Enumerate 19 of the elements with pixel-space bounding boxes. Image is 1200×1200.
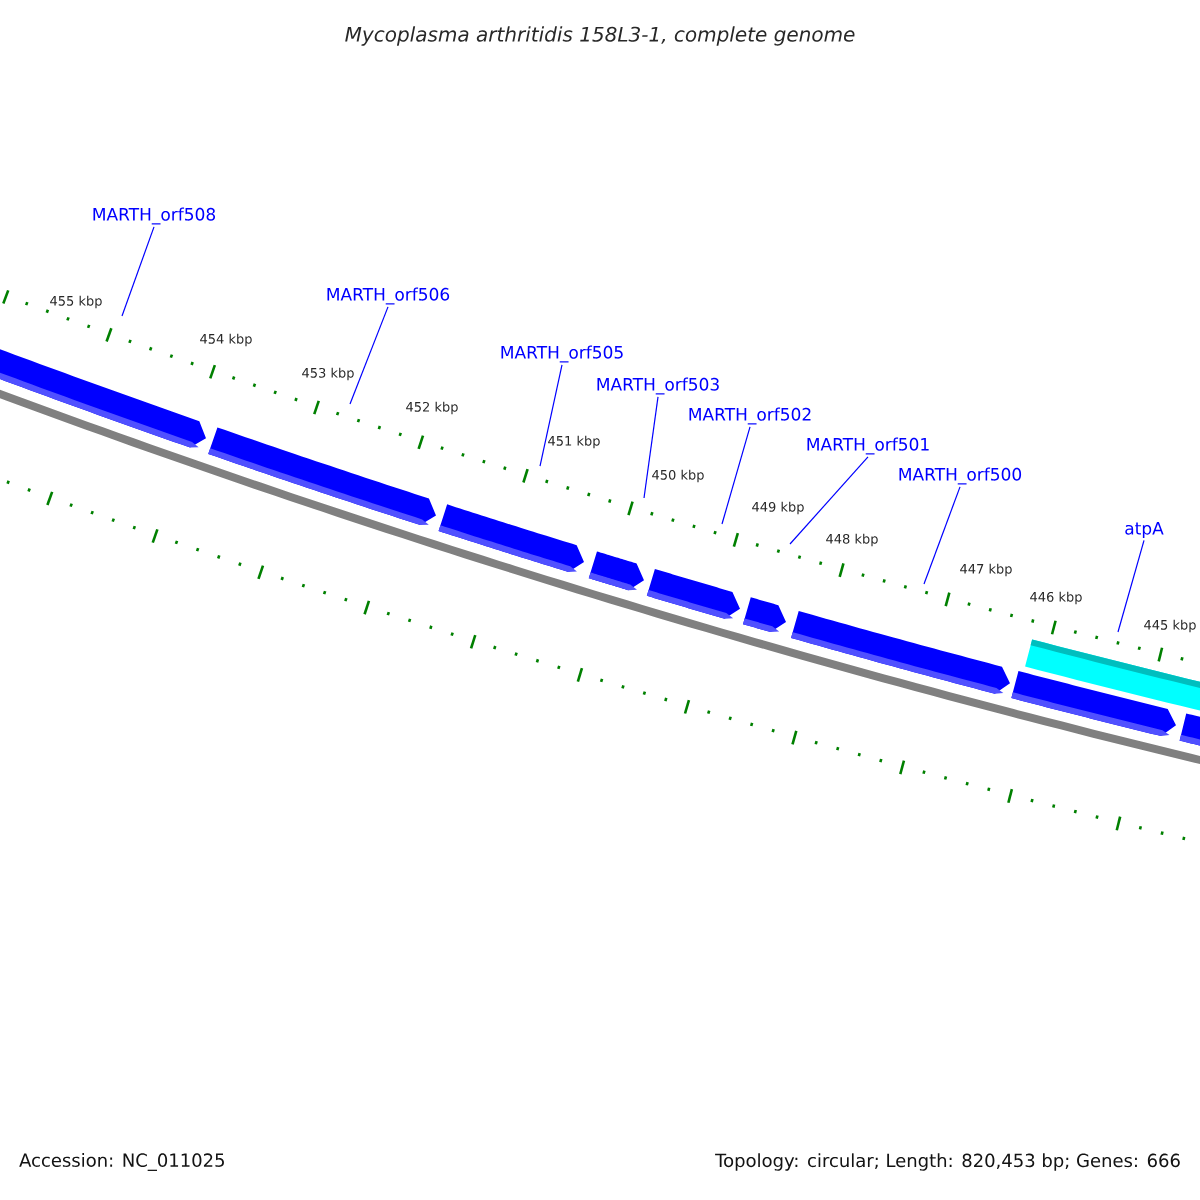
leader-line [349, 306, 389, 405]
gene-label: atpA [1125, 522, 1164, 538]
gene-label: MARTH_orf506 [327, 287, 450, 305]
gene-label: MARTH_orf501 [807, 437, 929, 455]
gene-label: MARTH_orf503 [597, 377, 719, 395]
leader-line [721, 426, 751, 525]
genome-info-text: Topology: circular; Length: 820,453 bp; Genes: 666 [715, 1153, 1180, 1171]
leader-line [923, 486, 961, 585]
leader-line [539, 364, 563, 467]
leader-line [1117, 539, 1145, 633]
gene-label: MARTH_orf508 [93, 207, 216, 225]
gene-label: MARTH_orf500 [899, 467, 1022, 485]
gene-label: MARTH_orf505 [501, 345, 623, 363]
leader-line [121, 226, 155, 317]
gene-label: MARTH_orf502 [689, 407, 811, 425]
leader-line [789, 456, 869, 545]
accession-text: Accession: NC_011025 [19, 1153, 224, 1171]
leader-line [643, 396, 659, 499]
title: Mycoplasma arthritidis 158L3-1, complete genome [345, 26, 855, 46]
